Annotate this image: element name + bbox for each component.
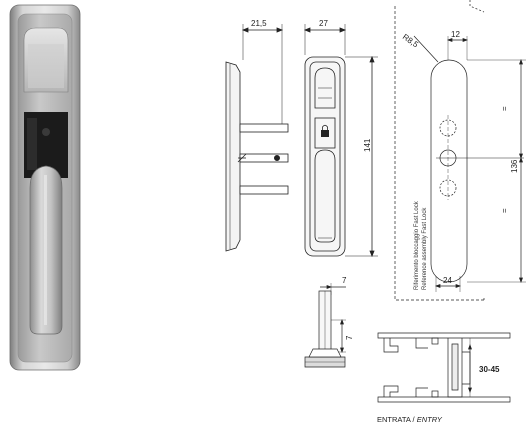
mounting-plate bbox=[394, 0, 526, 301]
side-view bbox=[225, 24, 289, 252]
plate-bottom-dim: 24 bbox=[443, 276, 452, 285]
plate-height-dim: 136 bbox=[510, 159, 519, 173]
radius-dim: R8,5 bbox=[401, 32, 420, 49]
lock-cylinder-icon bbox=[42, 128, 50, 136]
equal-mark-top: = bbox=[500, 106, 509, 111]
plate-top-dim: 12 bbox=[451, 30, 460, 39]
thickness-dim: 30-45 bbox=[479, 365, 500, 374]
entry-label-it: ENTRATA / bbox=[377, 415, 416, 424]
front-width-dim: 27 bbox=[319, 19, 328, 28]
detail-side-dim: 7 bbox=[345, 335, 354, 340]
profile-section bbox=[377, 332, 511, 403]
detail-top-dim: 7 bbox=[342, 276, 347, 285]
fast-lock-note-it: Riferimento bloccaggio Fast Lock bbox=[414, 200, 420, 290]
padlock-icon bbox=[321, 124, 329, 137]
handle-photo bbox=[9, 4, 81, 371]
detail-view bbox=[304, 283, 346, 368]
side-width-dim: 21,5 bbox=[251, 19, 267, 28]
front-view bbox=[303, 24, 378, 258]
equal-mark-bottom: = bbox=[500, 208, 509, 213]
front-height-dim: 141 bbox=[363, 138, 372, 152]
fast-lock-note-en: Reference assembly Fast Lock bbox=[422, 207, 428, 290]
entry-label-en: ENTRY bbox=[417, 415, 443, 424]
entry-label: ENTRATA / ENTRY bbox=[377, 415, 443, 424]
svg-text:ENTRATA / ENTRY: ENTRATA / ENTRY bbox=[377, 415, 443, 424]
